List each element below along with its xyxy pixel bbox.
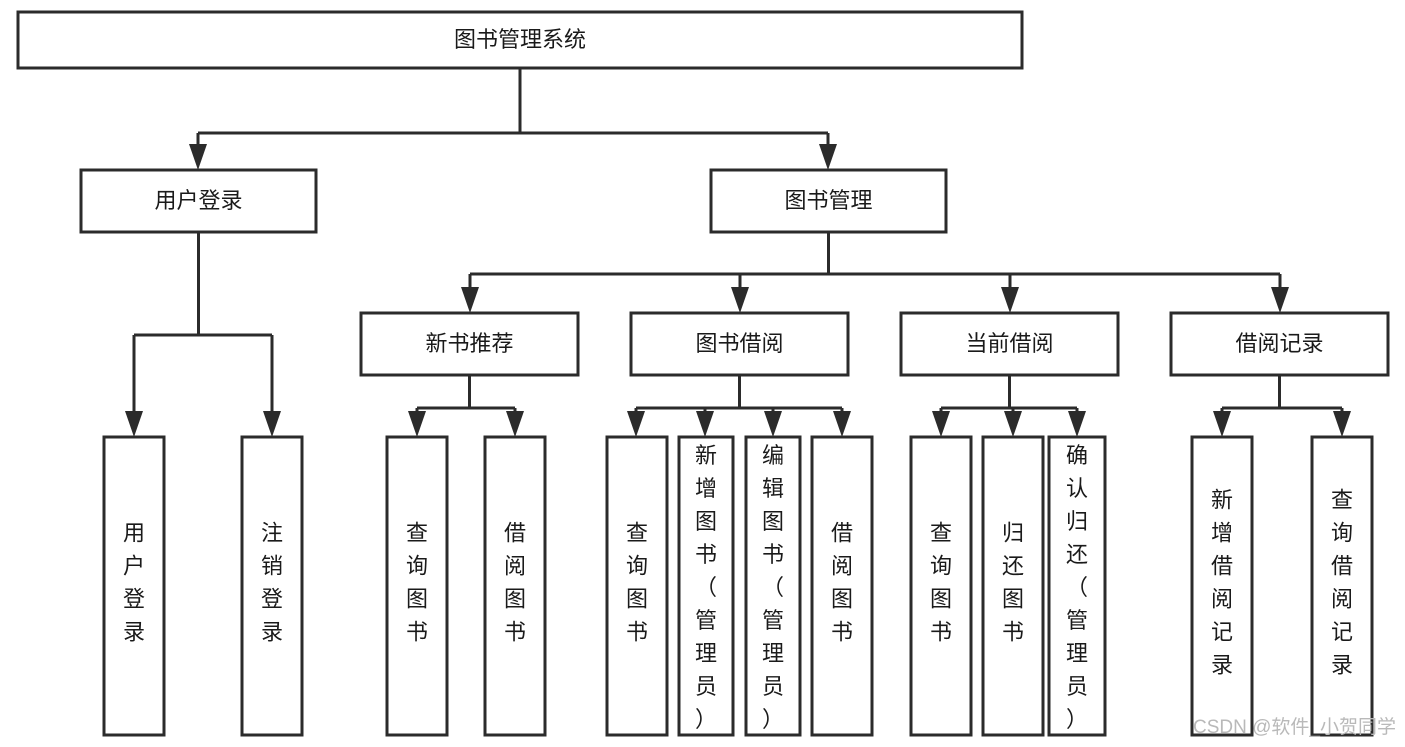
node-leaf-edit-book[interactable]: 编辑图书（管理员） — [744, 435, 802, 737]
node-label-leaf-query-book-current: 查询图书 — [930, 521, 952, 645]
node-label-leaf-return-book: 归还图书 — [1002, 521, 1024, 645]
node-book-management[interactable]: 图书管理 — [709, 168, 948, 234]
watermark-layer: CSDN @软件_小贺同学 — [1193, 716, 1396, 738]
current-borrow-arrow-2 — [1068, 411, 1086, 437]
book-borrow-arrow-2 — [764, 411, 782, 437]
node-new-book-recommend[interactable]: 新书推荐 — [359, 311, 580, 377]
user-login-arrow-1 — [263, 411, 281, 437]
node-undefined[interactable]: 图书管理系统 — [16, 10, 1024, 70]
node-label-leaf-edit-book: 编辑图书（管理员） — [762, 443, 784, 732]
node-layer: 图书管理系统用户登录图书管理新书推荐图书借阅当前借阅借阅记录用户登录注销登录查询… — [16, 10, 1390, 737]
book-management-arrow-2 — [1001, 287, 1019, 313]
node-box-leaf-user-login[interactable] — [102, 435, 166, 737]
node-leaf-return-book[interactable]: 归还图书 — [981, 435, 1045, 737]
node-leaf-confirm-return[interactable]: 确认归还（管理员） — [1047, 435, 1107, 737]
node-box-current-borrow[interactable] — [899, 311, 1120, 377]
node-label-leaf-user-logout: 注销登录 — [261, 521, 283, 645]
new-book-recommend-arrow-0 — [408, 411, 426, 437]
node-box-leaf-query-book-new[interactable] — [385, 435, 449, 737]
borrow-record-arrow-1 — [1333, 411, 1351, 437]
node-box-leaf-edit-book[interactable] — [744, 435, 802, 737]
root-arrow-1 — [819, 144, 837, 170]
node-leaf-query-book-new[interactable]: 查询图书 — [385, 435, 449, 737]
book-management-arrow-1 — [731, 287, 749, 313]
node-box-borrow-record[interactable] — [1169, 311, 1390, 377]
connector-layer — [125, 68, 1351, 437]
node-label-undefined: 图书管理系统 — [454, 27, 586, 52]
node-leaf-user-login[interactable]: 用户登录 — [102, 435, 166, 737]
node-label-leaf-borrow-book: 借阅图书 — [831, 521, 853, 645]
node-box-undefined[interactable] — [16, 10, 1024, 70]
node-box-leaf-query-book-borrow[interactable] — [605, 435, 669, 737]
node-box-leaf-add-book[interactable] — [677, 435, 735, 737]
node-current-borrow[interactable]: 当前借阅 — [899, 311, 1120, 377]
node-leaf-borrow-book-new[interactable]: 借阅图书 — [483, 435, 547, 737]
node-user-login[interactable]: 用户登录 — [79, 168, 318, 234]
node-box-user-login[interactable] — [79, 168, 318, 234]
node-label-leaf-query-borrow-record: 查询借阅记录 — [1331, 488, 1353, 678]
node-leaf-add-borrow-record[interactable]: 新增借阅记录 — [1190, 435, 1254, 737]
node-box-leaf-user-logout[interactable] — [240, 435, 304, 737]
book-borrow-arrow-0 — [627, 411, 645, 437]
node-label-borrow-record: 借阅记录 — [1235, 331, 1323, 356]
node-label-user-login: 用户登录 — [154, 188, 242, 213]
node-label-leaf-confirm-return: 确认归还（管理员） — [1066, 443, 1088, 732]
node-leaf-query-book-borrow[interactable]: 查询图书 — [605, 435, 669, 737]
node-box-leaf-confirm-return[interactable] — [1047, 435, 1107, 737]
node-leaf-query-book-current[interactable]: 查询图书 — [909, 435, 973, 737]
borrow-record-arrow-0 — [1213, 411, 1231, 437]
node-label-leaf-query-book-new: 查询图书 — [406, 521, 428, 645]
node-label-leaf-query-book-borrow: 查询图书 — [626, 521, 648, 645]
node-label-book-borrow: 图书借阅 — [695, 331, 783, 356]
node-box-leaf-return-book[interactable] — [981, 435, 1045, 737]
book-borrow-arrow-1 — [696, 411, 714, 437]
node-box-leaf-query-book-current[interactable] — [909, 435, 973, 737]
root-arrow-0 — [189, 144, 207, 170]
node-box-leaf-add-borrow-record[interactable] — [1190, 435, 1254, 737]
node-label-leaf-add-book: 新增图书（管理员） — [695, 443, 717, 732]
node-box-leaf-borrow-book-new[interactable] — [483, 435, 547, 737]
book-management-arrow-3 — [1271, 287, 1289, 313]
node-leaf-query-borrow-record[interactable]: 查询借阅记录 — [1310, 435, 1374, 737]
current-borrow-arrow-0 — [932, 411, 950, 437]
node-borrow-record[interactable]: 借阅记录 — [1169, 311, 1390, 377]
node-box-book-management[interactable] — [709, 168, 948, 234]
node-box-book-borrow[interactable] — [629, 311, 850, 377]
csdn-watermark: CSDN @软件_小贺同学 — [1193, 716, 1396, 738]
new-book-recommend-arrow-1 — [506, 411, 524, 437]
node-label-new-book-recommend: 新书推荐 — [425, 331, 513, 356]
node-label-leaf-borrow-book-new: 借阅图书 — [504, 521, 526, 645]
node-label-leaf-user-login: 用户登录 — [123, 521, 145, 645]
node-box-leaf-query-borrow-record[interactable] — [1310, 435, 1374, 737]
node-book-borrow[interactable]: 图书借阅 — [629, 311, 850, 377]
node-box-new-book-recommend[interactable] — [359, 311, 580, 377]
book-borrow-arrow-3 — [833, 411, 851, 437]
current-borrow-arrow-1 — [1004, 411, 1022, 437]
node-label-leaf-add-borrow-record: 新增借阅记录 — [1211, 488, 1233, 678]
node-label-current-borrow: 当前借阅 — [965, 331, 1053, 356]
node-box-leaf-borrow-book[interactable] — [810, 435, 874, 737]
node-leaf-add-book[interactable]: 新增图书（管理员） — [677, 435, 735, 737]
node-leaf-user-logout[interactable]: 注销登录 — [240, 435, 304, 737]
node-label-book-management: 图书管理 — [784, 188, 872, 213]
book-management-arrow-0 — [461, 287, 479, 313]
user-login-arrow-0 — [125, 411, 143, 437]
node-leaf-borrow-book[interactable]: 借阅图书 — [810, 435, 874, 737]
